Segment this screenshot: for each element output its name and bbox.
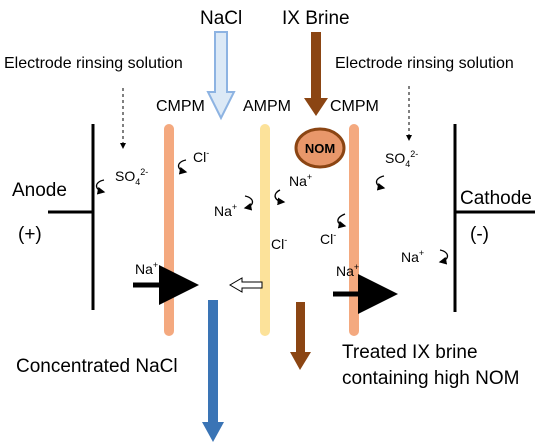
ion-na-left: Na+ [214, 202, 237, 219]
nacl-input-label: NaCl [200, 8, 242, 29]
curl-arrow-cl-right [337, 213, 347, 229]
ion-cl-left: Cl- [193, 148, 209, 165]
ion-cl-right: Cl- [320, 230, 336, 247]
nom-bubble [294, 127, 346, 169]
cathode-label: Cathode [460, 188, 532, 209]
ion-so4-right: SO42- [385, 149, 418, 169]
curl-arrow-so4-left [95, 179, 106, 195]
nacl-inlet-arrow [206, 31, 236, 121]
nom-label: NOM [305, 141, 335, 156]
membrane-label-middle: AMPM [243, 98, 291, 115]
cathode-sign: (-) [470, 224, 489, 245]
ix-brine-inlet-arrow [304, 32, 328, 116]
curl-arrow-na-left [243, 195, 254, 211]
curl-arrow-na-cathode [438, 249, 449, 265]
ion-na-cathode: Na+ [401, 248, 424, 265]
ion-so4-left: SO42- [115, 167, 148, 187]
anode-label: Anode [12, 180, 67, 201]
treated-brine-label-line1: Treated IX brine [342, 342, 478, 363]
cation-membrane-left [164, 124, 174, 336]
anode-sign: (+) [18, 224, 42, 245]
curl-arrow-cl-left [177, 159, 188, 175]
membrane-label-left: CMPM [156, 98, 205, 115]
curl-arrow-so4-right [375, 175, 386, 191]
cation-membrane-right [349, 124, 359, 336]
ion-na-mid: Na+ [289, 172, 312, 189]
curl-arrow-na-mid [274, 189, 286, 206]
rinse-label-left: Electrode rinsing solution [4, 55, 183, 72]
membrane-label-right: CMPM [330, 98, 379, 115]
concentrate-outlet-arrow [202, 300, 224, 442]
cl-flux-arrow-middle [229, 277, 263, 293]
anion-membrane-middle [260, 124, 270, 336]
ion-na-right: Na+ [336, 262, 359, 279]
concentrated-nacl-label: Concentrated NaCl [16, 356, 178, 377]
rinse-label-right: Electrode rinsing solution [335, 55, 514, 72]
ion-cl-mid: Cl- [271, 235, 287, 252]
ion-na-anode: Na+ [135, 260, 158, 277]
treated-brine-label-line2: containing high NOM [342, 368, 519, 389]
ix-brine-input-label: IX Brine [282, 8, 350, 29]
treated-brine-outlet-arrow [290, 302, 311, 370]
